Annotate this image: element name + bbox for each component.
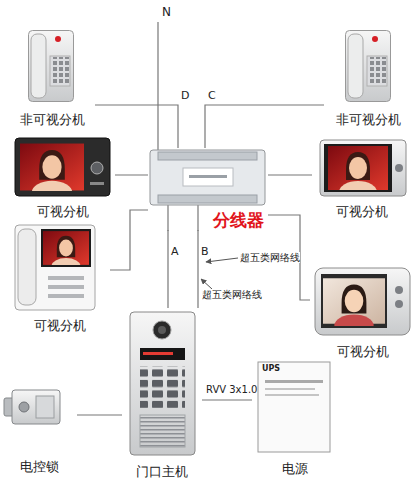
door-camera (153, 321, 171, 339)
phone-unit (346, 31, 391, 102)
device-box: 分线器 (148, 148, 268, 230)
device-box: 非可视分机 (324, 28, 412, 128)
cable-note: 超五类网络线 (240, 252, 300, 263)
wire-label: RVV 3x1.0 (206, 384, 257, 395)
monitor-screen (328, 146, 388, 203)
neutral-wire (157, 22, 158, 150)
monitor-screen (20, 144, 84, 205)
device-box: 电源 (252, 355, 337, 477)
power-box-print (265, 380, 323, 383)
lock-plate (36, 396, 54, 418)
power-box-print (265, 394, 319, 396)
device-name: 非可视分机 (20, 112, 85, 128)
brand-print: UPS (262, 365, 280, 374)
device-box: 非可视分机 (10, 28, 95, 128)
device-box: 可视分机 (10, 222, 110, 334)
monitor-button (48, 294, 84, 298)
monitor-button (395, 286, 403, 294)
device-name: 可视分机 (337, 344, 389, 360)
signal-wire (202, 399, 252, 400)
leader-arrow (201, 279, 212, 289)
door-display-text (143, 352, 173, 355)
monitor-button (395, 300, 403, 308)
lock-body (12, 390, 60, 424)
monitor-button (90, 182, 104, 185)
signal-wire (197, 230, 198, 308)
terminal-strip (158, 195, 257, 203)
signal-wire (110, 210, 148, 270)
signal-wire (268, 174, 312, 175)
lock-keyhole (19, 402, 29, 412)
signal-wire (167, 230, 168, 308)
door-speaker (140, 415, 185, 447)
device-box: 可视分机 (312, 135, 412, 220)
wire-label: C (208, 90, 216, 102)
splitter-body (150, 150, 265, 205)
wire-stub (167, 204, 168, 231)
signal-wire (115, 174, 148, 175)
splitter-plate-print (189, 175, 227, 178)
wire-name: N (162, 6, 171, 19)
wire-stub (197, 204, 198, 231)
wire-label: B (201, 246, 209, 258)
monitor-screen (43, 231, 89, 275)
monitor-screen (323, 278, 385, 337)
device-box: 电控锁 (2, 380, 77, 475)
terminal-strip (158, 152, 257, 160)
device-name: 可视分机 (34, 318, 86, 334)
device-name: 非可视分机 (336, 112, 401, 128)
monitor-button (48, 285, 84, 289)
door-keypad (140, 366, 185, 408)
device-name: 分线器 (213, 210, 264, 230)
signal-wire (77, 414, 122, 415)
splitter-plate (183, 168, 233, 186)
door-unit-body (130, 312, 195, 455)
monitor-frame (15, 225, 95, 310)
device-box: 门口主机 (122, 308, 202, 480)
power-box (258, 362, 330, 452)
monitor-handset (18, 229, 36, 305)
device-box: 可视分机 (310, 265, 415, 360)
device-name: 可视分机 (37, 204, 89, 220)
wire-label: D (181, 90, 189, 102)
device-name: 门口主机 (136, 464, 188, 480)
device-name: 电源 (282, 461, 308, 477)
power-box-print (265, 388, 315, 390)
door-camera-lens (158, 326, 166, 334)
cable-note: 超五类网络线 (202, 289, 262, 300)
leader-arrow (206, 258, 238, 262)
monitor-button (48, 276, 84, 280)
door-display (140, 348, 185, 360)
monitor-button (395, 164, 403, 172)
signal-wire (205, 105, 324, 148)
phone-unit (29, 31, 74, 102)
device-box: 可视分机 (10, 135, 115, 220)
monitor-button (91, 162, 103, 174)
device-name: 电控锁 (20, 459, 59, 475)
wire-label: A (171, 246, 179, 258)
device-name: 可视分机 (336, 204, 388, 220)
